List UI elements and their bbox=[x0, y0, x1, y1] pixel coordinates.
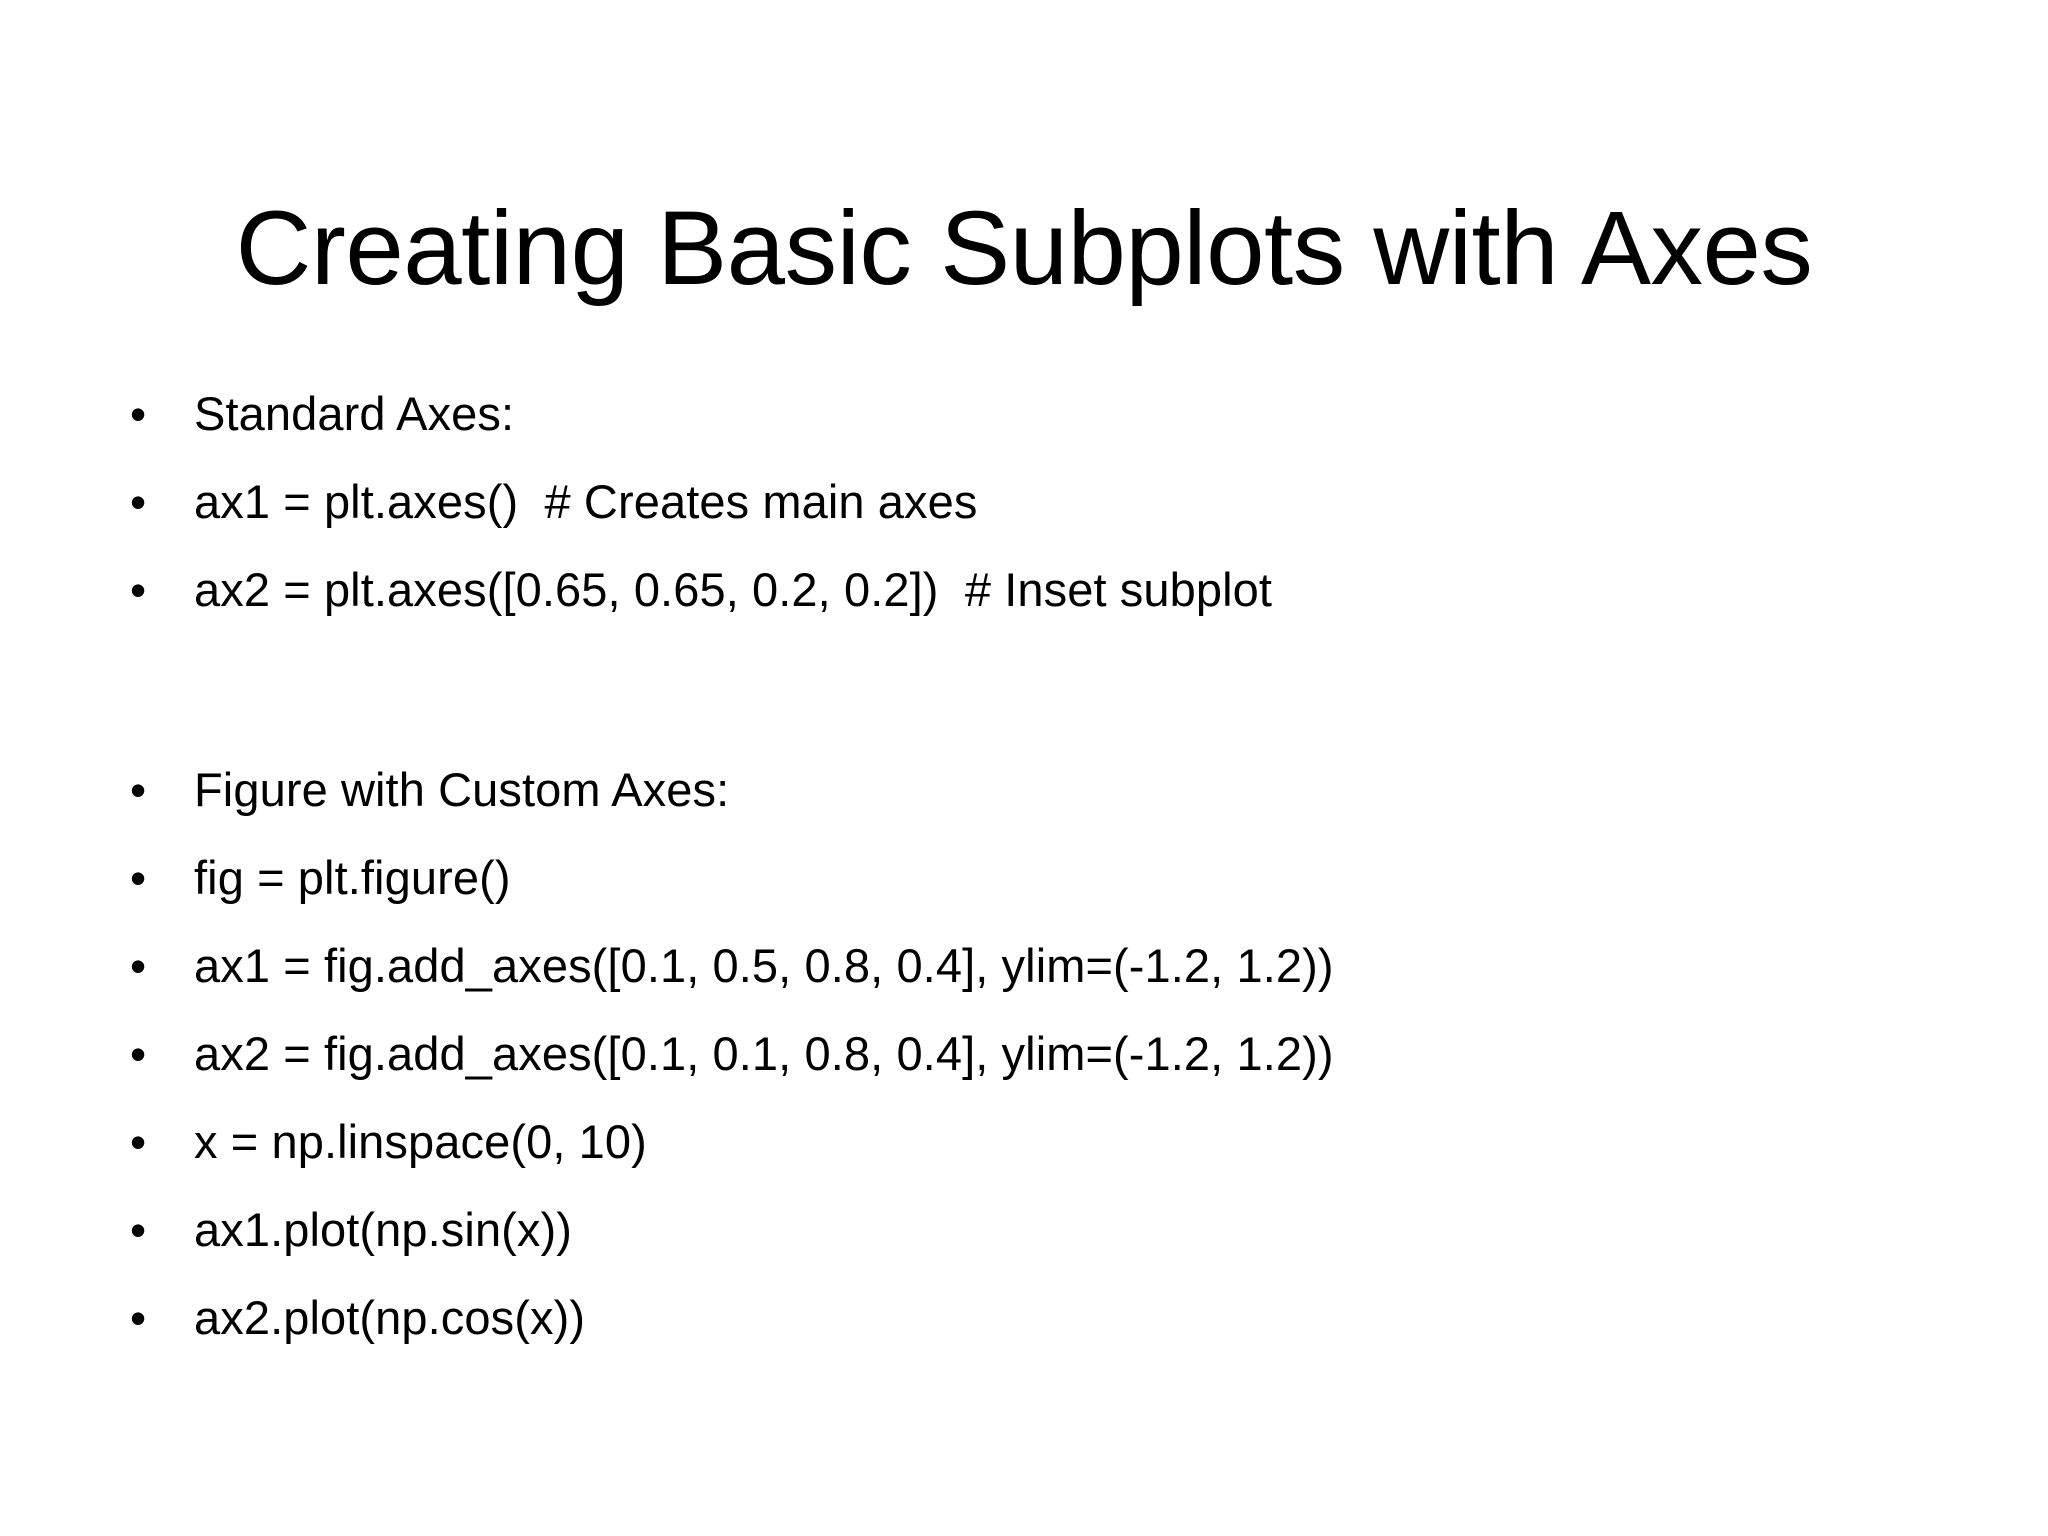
bullet-point-icon: • bbox=[130, 852, 147, 904]
bullet-spacer-row: • bbox=[118, 642, 1968, 754]
bullet-point-icon: • bbox=[130, 940, 147, 992]
bullet-row[interactable]: • ax1.plot(np.sin(x)) bbox=[118, 1194, 1968, 1282]
bullet-text: fig = plt.figure() bbox=[194, 851, 511, 904]
bullet-row[interactable]: • Standard Axes: bbox=[118, 378, 1968, 466]
bullet-point-icon: • bbox=[130, 764, 147, 816]
bullet-text: ax1 = fig.add_axes([0.1, 0.5, 0.8, 0.4],… bbox=[194, 939, 1334, 992]
bullet-text: ax2 = fig.add_axes([0.1, 0.1, 0.8, 0.4],… bbox=[194, 1027, 1334, 1080]
bullet-point-icon: • bbox=[130, 476, 147, 528]
bullet-row[interactable]: • fig = plt.figure() bbox=[118, 842, 1968, 930]
bullet-row[interactable]: • ax2.plot(np.cos(x)) bbox=[118, 1282, 1968, 1370]
bullet-point-icon: • bbox=[130, 1028, 147, 1080]
bullet-point-icon: • bbox=[130, 388, 147, 440]
bullet-row[interactable]: • ax1 = fig.add_axes([0.1, 0.5, 0.8, 0.4]… bbox=[118, 930, 1968, 1018]
bullet-point-icon: • bbox=[130, 1116, 147, 1168]
bullet-list: • Standard Axes: • ax1 = plt.axes() # Creat… bbox=[118, 378, 1968, 1370]
bullet-row[interactable]: • ax2 = fig.add_axes([0.1, 0.1, 0.8, 0.4]… bbox=[118, 1018, 1968, 1106]
bullet-row[interactable]: • ax1 = plt.axes() # Creates main axes bbox=[118, 466, 1968, 554]
bullet-text: Figure with Custom Axes: bbox=[194, 763, 730, 816]
bullet-point-icon: • bbox=[130, 564, 147, 616]
bullet-text: Standard Axes: bbox=[194, 387, 515, 440]
bullet-text: ax2.plot(np.cos(x)) bbox=[194, 1291, 586, 1344]
bullet-text: ax1.plot(np.sin(x)) bbox=[194, 1203, 573, 1256]
page-title: Creating Basic Subplots with Axes bbox=[235, 190, 1813, 308]
bullet-text: ax1 = plt.axes() # Creates main axes bbox=[194, 475, 978, 528]
bullet-point-icon: • bbox=[130, 1292, 147, 1344]
bullet-text: ax2 = plt.axes([0.65, 0.65, 0.2, 0.2]) #… bbox=[194, 563, 1273, 616]
bullet-row[interactable]: • Figure with Custom Axes: bbox=[118, 754, 1968, 842]
bullet-point-icon: • bbox=[130, 1204, 147, 1256]
bullet-row[interactable]: • x = np.linspace(0, 10) bbox=[118, 1106, 1968, 1194]
bullet-row[interactable]: • ax2 = plt.axes([0.65, 0.65, 0.2, 0.2]) … bbox=[118, 554, 1968, 642]
bullet-text: x = np.linspace(0, 10) bbox=[194, 1115, 647, 1168]
